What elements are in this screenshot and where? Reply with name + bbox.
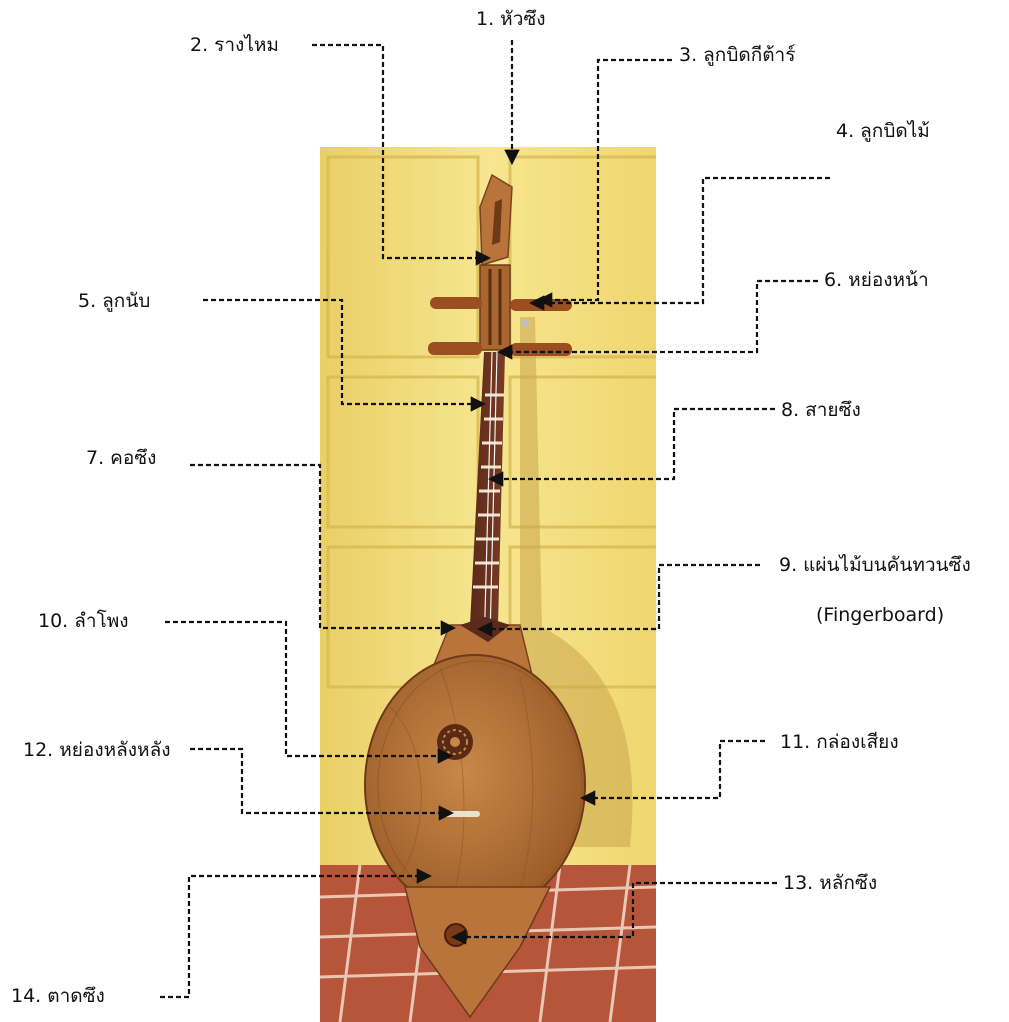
label-9-english: (Fingerboard) bbox=[816, 603, 944, 627]
leader-3 bbox=[540, 60, 672, 300]
leader-4 bbox=[532, 178, 830, 303]
label-7: 7. คอซึง bbox=[86, 446, 156, 470]
leader-5 bbox=[203, 300, 483, 404]
label-4: 4. ลูกบิดไม้ bbox=[836, 119, 930, 143]
leader-13 bbox=[454, 883, 777, 937]
leader-7 bbox=[190, 465, 453, 628]
leader-11 bbox=[583, 741, 765, 798]
label-10: 10. ลำโพง bbox=[38, 609, 129, 633]
leader-10 bbox=[165, 622, 450, 756]
label-3: 3. ลูกบิดกีต้าร์ bbox=[679, 43, 795, 67]
label-12: 12. หย่องหลังหลัง bbox=[23, 738, 171, 762]
leader-12 bbox=[190, 749, 451, 813]
label-2: 2. รางไหม bbox=[190, 33, 279, 57]
label-11: 11. กล่องเสียง bbox=[780, 730, 899, 754]
leader-8 bbox=[491, 409, 775, 479]
label-1: 1. หัวซึง bbox=[476, 7, 546, 31]
label-6: 6. หย่องหน้า bbox=[824, 268, 929, 292]
leader-14 bbox=[160, 876, 429, 997]
leader-9 bbox=[480, 565, 760, 629]
label-8: 8. สายซึง bbox=[781, 398, 861, 422]
leader-2 bbox=[312, 45, 488, 258]
label-14: 14. ตาดซึง bbox=[11, 984, 105, 1008]
label-9: 9. แผ่นไม้บนคันทวนซึง bbox=[779, 553, 971, 577]
label-13: 13. หลักซึง bbox=[783, 871, 877, 895]
leader-6 bbox=[500, 281, 818, 352]
label-5: 5. ลูกนับ bbox=[78, 289, 150, 313]
